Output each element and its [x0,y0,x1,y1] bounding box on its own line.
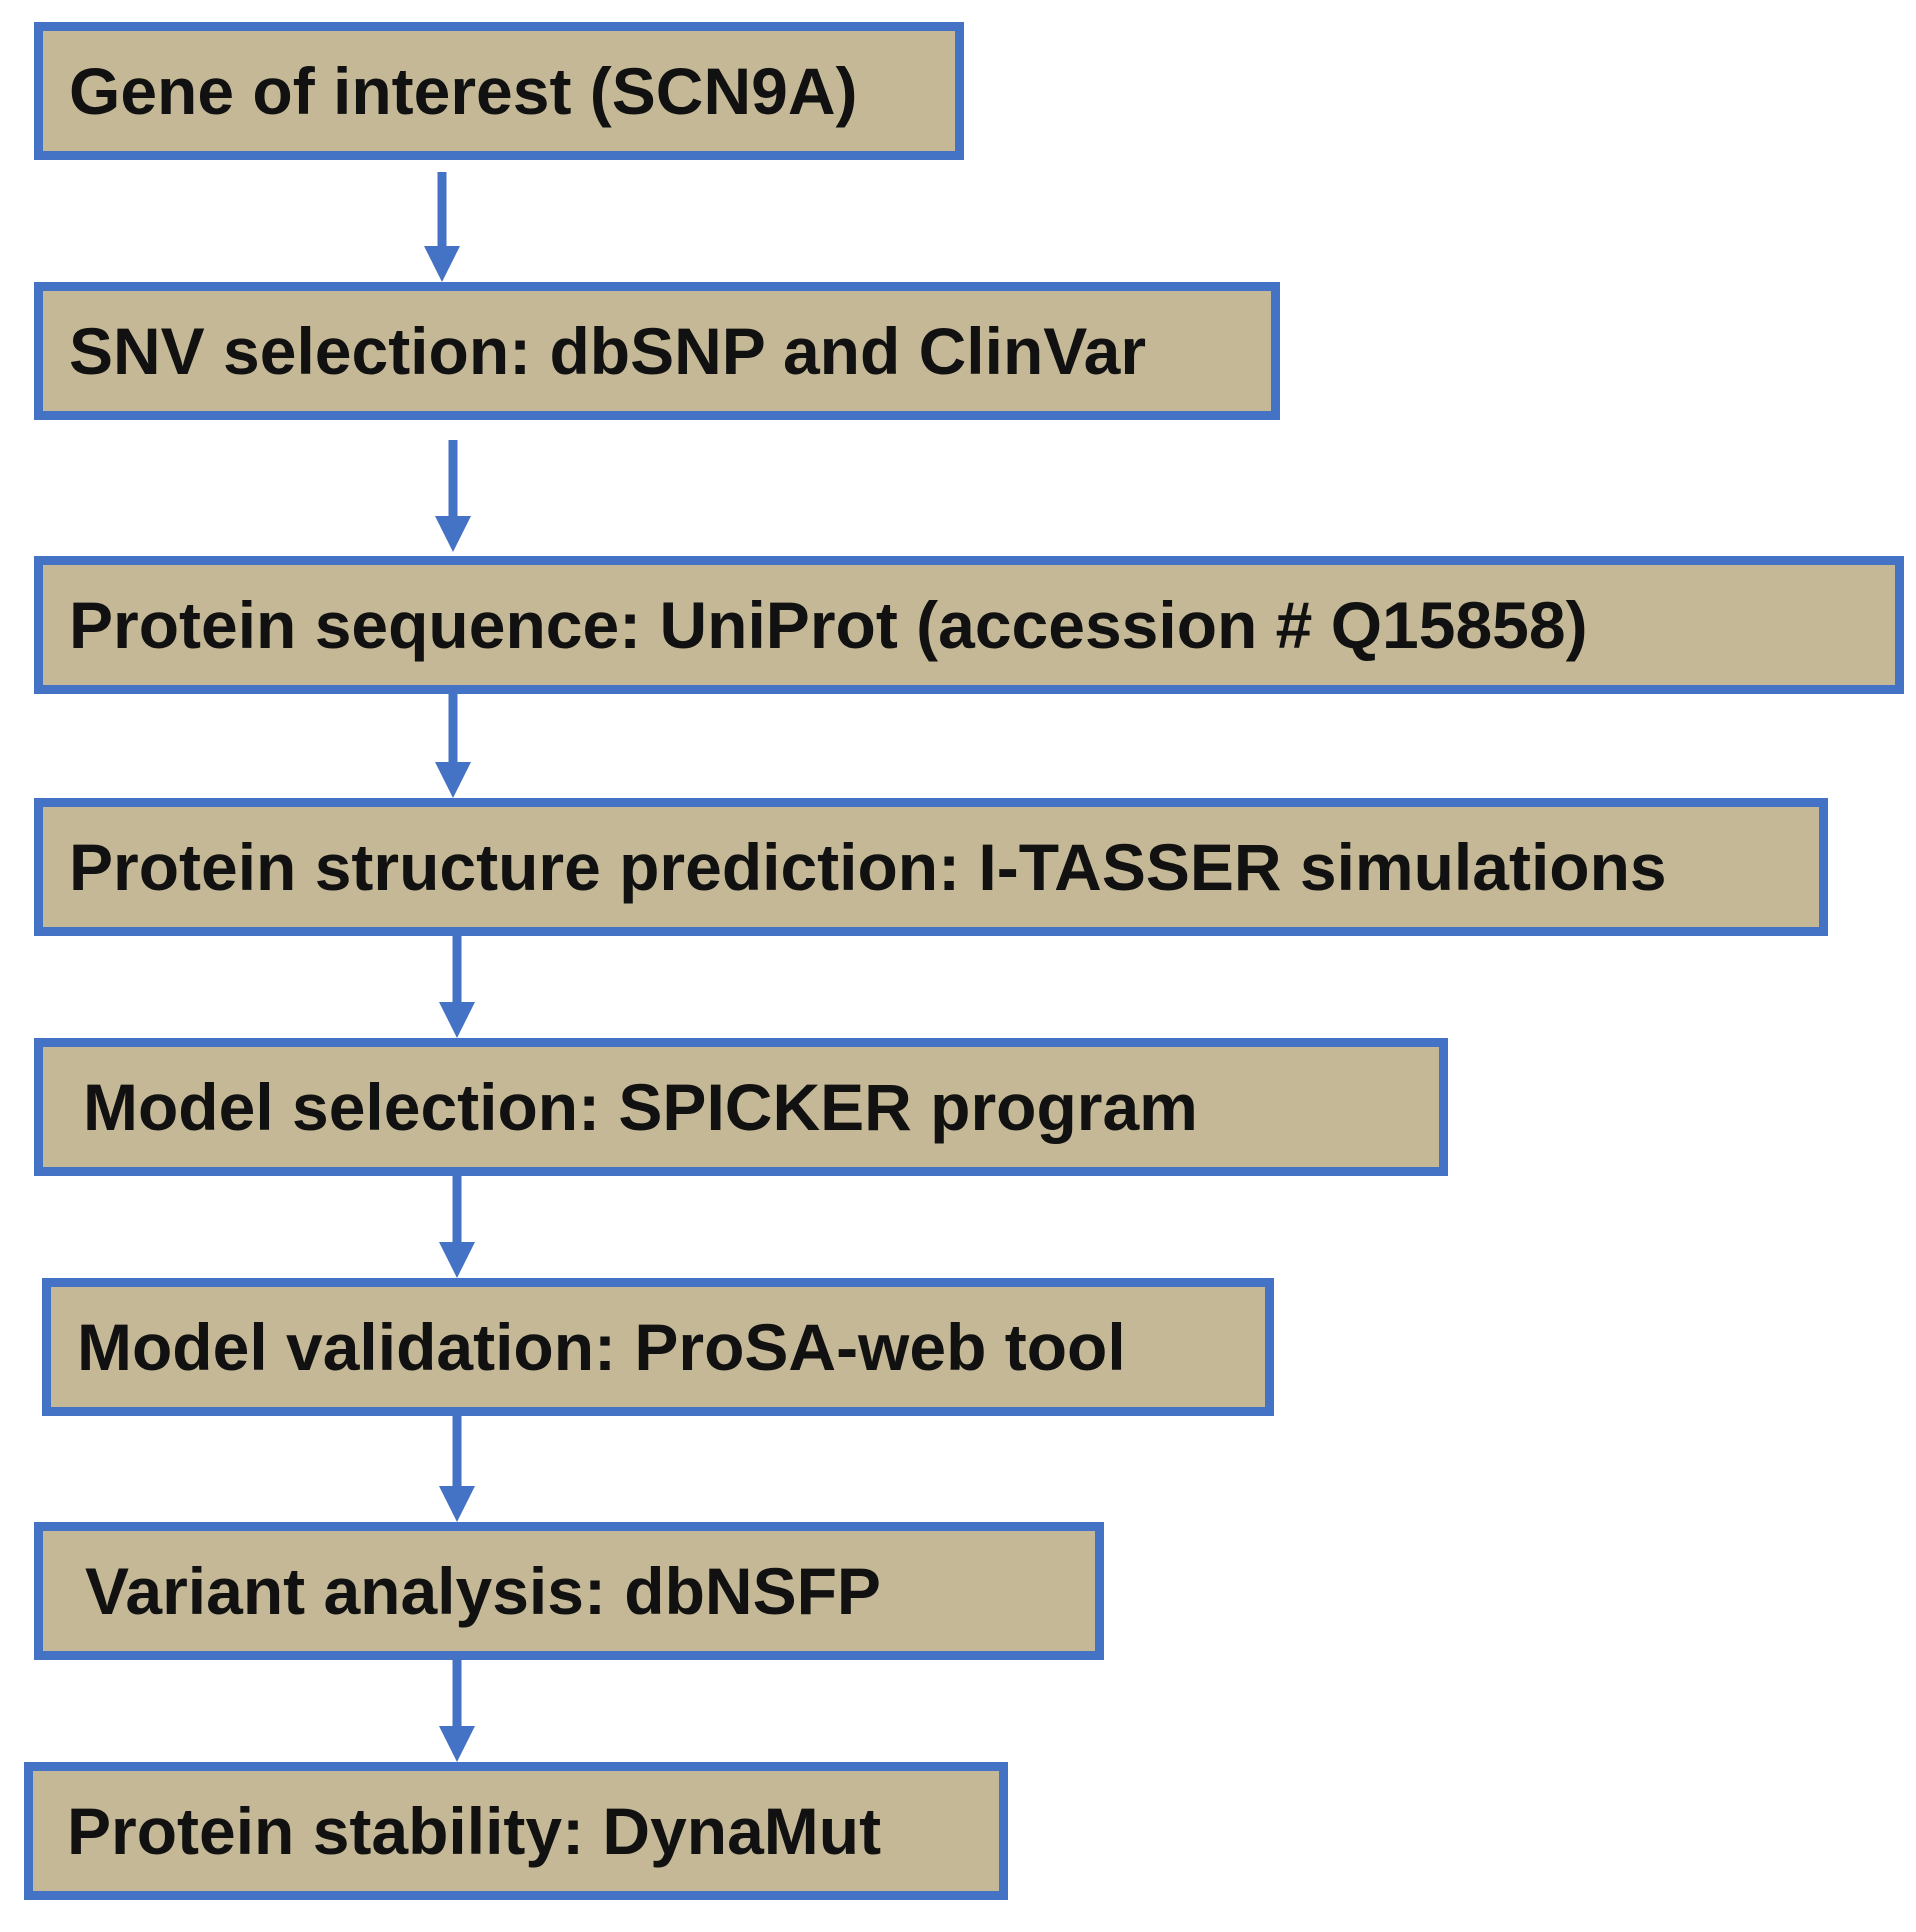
step-box-variant-analysis: Variant analysis: dbNSFP [34,1522,1104,1660]
arrow-down [422,172,462,282]
step-box-protein-stability: Protein stability: DynaMut [24,1762,1008,1900]
arrow-down [433,440,473,552]
step-label: SNV selection: dbSNP and ClinVar [69,314,1147,388]
step-label: Model validation: ProSA-web tool [77,1310,1126,1384]
step-label: Protein sequence: UniProt (accession # Q… [69,588,1588,662]
step-box-snv-selection: SNV selection: dbSNP and ClinVar [34,282,1280,420]
step-label: Protein stability: DynaMut [67,1794,882,1868]
arrow-down [433,694,473,798]
step-box-gene-of-interest: Gene of interest (SCN9A) [34,22,964,160]
step-box-model-validation: Model validation: ProSA-web tool [42,1278,1274,1416]
step-label: Variant analysis: dbNSFP [85,1554,881,1628]
step-label: Gene of interest (SCN9A) [69,54,858,128]
step-box-model-selection: Model selection: SPICKER program [34,1038,1448,1176]
arrow-down [437,1176,477,1278]
step-label: Protein structure prediction: I-TASSER s… [69,830,1667,904]
step-box-structure-prediction: Protein structure prediction: I-TASSER s… [34,798,1828,936]
step-label: Model selection: SPICKER program [83,1070,1198,1144]
arrow-down [437,1660,477,1762]
step-box-protein-sequence: Protein sequence: UniProt (accession # Q… [34,556,1904,694]
arrow-down [437,1416,477,1522]
arrow-down [437,936,477,1038]
